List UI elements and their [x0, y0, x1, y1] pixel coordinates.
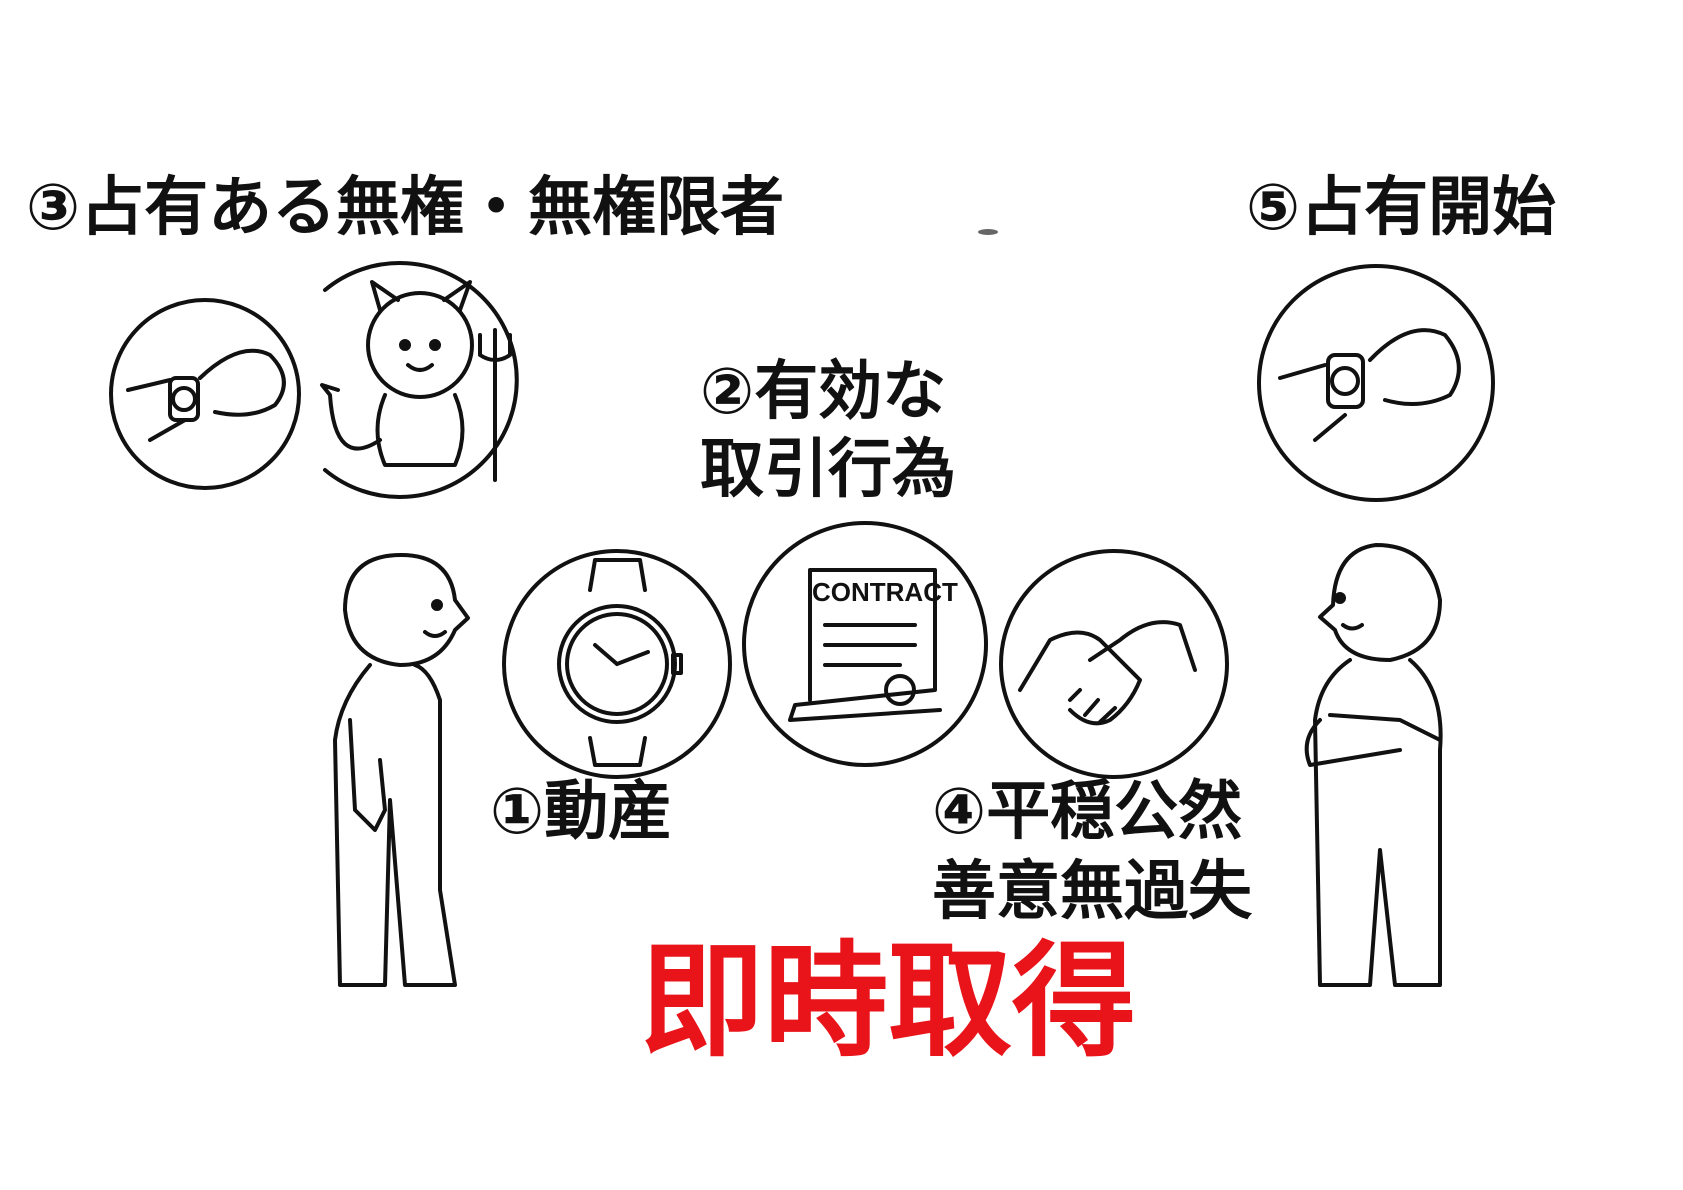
- contract-text: CONTRACT: [812, 577, 958, 607]
- person-left-icon: [333, 553, 470, 987]
- watch-icon: [502, 549, 732, 779]
- person-right-icon: [1304, 543, 1443, 987]
- stray-mark: [978, 229, 998, 235]
- label-possessor: ③占有ある無権・無権限者: [26, 171, 785, 245]
- wrist-watch-left-icon: [109, 298, 301, 490]
- label-possession-start: ⑤占有開始: [1246, 171, 1557, 245]
- handshake-icon: [999, 549, 1229, 779]
- label-movable: ①動産: [490, 775, 673, 849]
- label-transaction-line2: 取引行為: [700, 433, 956, 507]
- title-immediate-acquisition: 即時取得: [640, 930, 1137, 1074]
- label-good-faith-line1: ④平穏公然: [932, 775, 1243, 849]
- contract-icon: CONTRACT: [742, 521, 988, 767]
- devil-icon: [320, 261, 519, 499]
- label-transaction-line1: ②有効な: [700, 355, 947, 429]
- wrist-watch-right-icon: [1257, 264, 1495, 502]
- label-good-faith-line2: 善意無過失: [932, 855, 1252, 929]
